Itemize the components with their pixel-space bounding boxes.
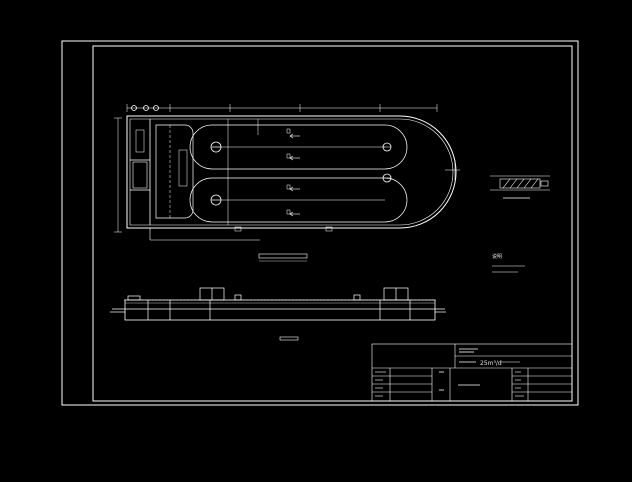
plan-view	[114, 104, 460, 241]
notes	[492, 265, 525, 273]
section-caption-box	[279, 336, 299, 341]
section-view	[110, 287, 446, 321]
inner-frame	[92, 45, 573, 402]
notes-title: 说明	[492, 253, 502, 260]
capacity-label: 25m³/d	[480, 360, 502, 367]
detail-view	[490, 175, 550, 199]
outer-frame	[61, 40, 579, 406]
title-block-marks	[375, 371, 524, 397]
plan-caption-box	[258, 253, 308, 259]
title-block	[371, 343, 573, 402]
